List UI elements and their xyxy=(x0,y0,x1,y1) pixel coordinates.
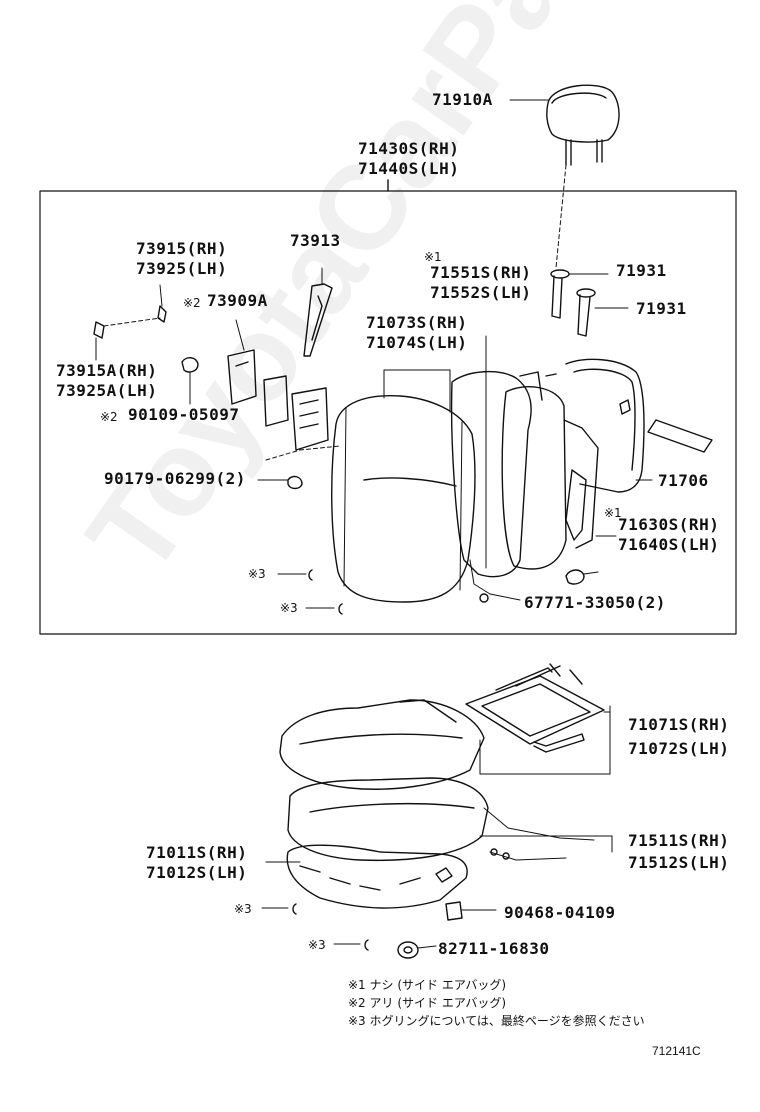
hog-ring-icon xyxy=(277,569,343,615)
label-screw: 90179-06299(2) xyxy=(104,469,246,488)
label-cushion-cover-lh: 71012S(LH) xyxy=(146,863,248,882)
label-pad-rh: 71073S(RH) xyxy=(366,313,468,332)
label-frame-note: ※1 xyxy=(604,506,622,520)
seat-back-pad-icon xyxy=(450,335,532,578)
label-cushion-frame-lh: 71072S(LH) xyxy=(628,739,730,758)
label-hog-ring-3: ※3 xyxy=(234,902,252,916)
seat-back-frame-box xyxy=(39,179,737,635)
label-clip: 67771-33050(2) xyxy=(524,593,666,612)
seat-cushion-frame-icon xyxy=(465,663,611,775)
label-support-lh: 71552S(LH) xyxy=(430,283,532,302)
label-airbag-part: 73909A xyxy=(207,291,268,310)
label-pad-lh: 71074S(LH) xyxy=(366,333,468,352)
side-airbag-icon xyxy=(227,319,341,461)
label-guide-1: 71931 xyxy=(616,261,667,280)
footnote-1: ※1 ナシ (サイド エアバッグ) xyxy=(348,978,507,992)
label-hog-ring-4: ※3 xyxy=(308,938,326,952)
label-cushion-pad-rh: 71511S(RH) xyxy=(628,831,730,850)
label-bolt: 90109-05097 xyxy=(128,405,240,424)
label-bolt-mark: ※2 xyxy=(100,410,118,424)
label-guide-2: 71931 xyxy=(636,299,687,318)
footnote-2: ※2 アリ (サイド エアバッグ) xyxy=(348,996,507,1010)
seat-cushion-pad-icon xyxy=(287,777,613,862)
harness-clip-icon xyxy=(257,475,599,603)
seat-back-support-icon xyxy=(303,267,333,357)
label-clip-2: 90468-04109 xyxy=(504,903,616,922)
label-frame-rh: 71630S(RH) xyxy=(618,515,720,534)
label-airbag-mark: ※2 xyxy=(183,296,201,310)
seat-back-frame-icon xyxy=(501,358,713,570)
label-support: 73913 xyxy=(290,231,341,250)
label-back-assy-rh: 71430S(RH) xyxy=(358,139,460,158)
seat-back-cover-icon xyxy=(331,369,476,603)
hinge-cover-icon xyxy=(93,284,199,405)
label-hog-ring-1: ※3 xyxy=(248,567,266,581)
headrest-guide-icon xyxy=(550,269,629,337)
label-hinge-cover-lh: 73925(LH) xyxy=(136,259,228,278)
label-support-note: ※1 xyxy=(424,250,442,264)
label-back-assy-lh: 71440S(LH) xyxy=(358,159,460,178)
label-hinge-cover-rh: 73915(RH) xyxy=(136,239,228,258)
label-cushion-cover-rh: 71011S(RH) xyxy=(146,843,248,862)
footnote-3: ※3 ホグリングについては、最終ページを参照ください xyxy=(348,1014,645,1028)
diagram-reference: 712141C xyxy=(652,1044,701,1058)
label-headrest: 71910A xyxy=(432,90,493,109)
label-hinge-rh: 73915A(RH) xyxy=(56,361,158,380)
lower-clip-icon xyxy=(261,901,497,959)
label-cushion-pad-lh: 71512S(LH) xyxy=(628,853,730,872)
label-spring: 71706 xyxy=(658,471,709,490)
seat-cushion-base-icon xyxy=(265,844,468,909)
label-connector: 82711-16830 xyxy=(438,939,550,958)
label-hog-ring-2: ※3 xyxy=(280,601,298,615)
seat-cushion-cover-icon xyxy=(279,699,485,790)
headrest-icon xyxy=(509,84,620,269)
label-hinge-lh: 73925A(LH) xyxy=(56,381,158,400)
label-cushion-frame-rh: 71071S(RH) xyxy=(628,715,730,734)
label-frame-lh: 71640S(LH) xyxy=(618,535,720,554)
label-support-rh: 71551S(RH) xyxy=(430,263,532,282)
